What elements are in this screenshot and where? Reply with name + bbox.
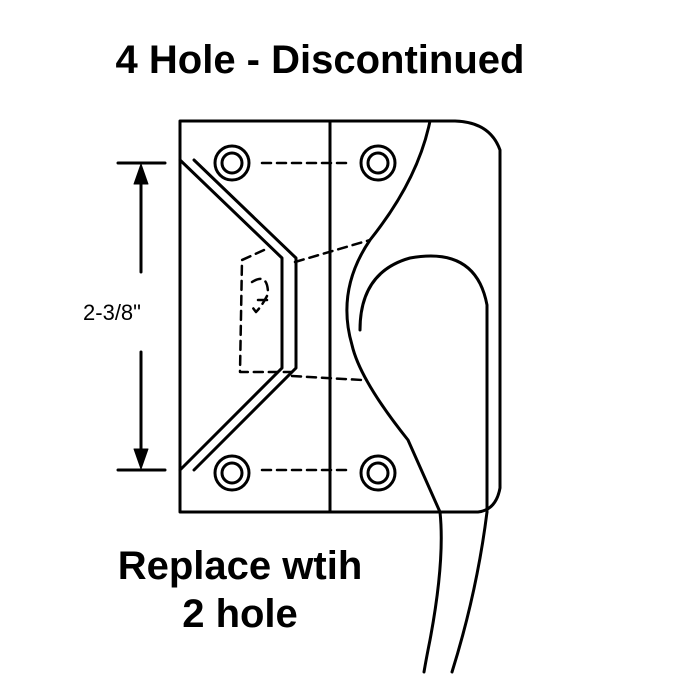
screw-hole-bottom-left bbox=[213, 454, 251, 492]
handle-loop-inner bbox=[358, 254, 489, 514]
dimension-line bbox=[116, 161, 167, 472]
dimension-arrow-up bbox=[133, 163, 149, 185]
dimension-label: 2-3/8" bbox=[83, 300, 141, 325]
handle-lever-arm-outer bbox=[450, 510, 489, 674]
dimension-arrow-down bbox=[133, 448, 149, 470]
screw-hole-top-right bbox=[359, 144, 397, 182]
right-body-outline bbox=[328, 119, 502, 514]
hidden-mechanism bbox=[238, 161, 372, 472]
chevron-bracket-outer bbox=[178, 158, 284, 472]
chevron-bracket-inner bbox=[192, 158, 298, 472]
screw-hole-top-left bbox=[213, 144, 251, 182]
handle-lever-arm bbox=[422, 510, 443, 674]
footer-note: Replace wtih 2 hole bbox=[0, 542, 480, 638]
footer-line-2: 2 hole bbox=[182, 592, 298, 636]
page-title: 4 Hole - Discontinued bbox=[115, 38, 525, 82]
screw-hole-bottom-right bbox=[359, 454, 397, 492]
latch-body-curve bbox=[345, 119, 442, 514]
footer-line-1: Replace wtih bbox=[117, 544, 363, 588]
